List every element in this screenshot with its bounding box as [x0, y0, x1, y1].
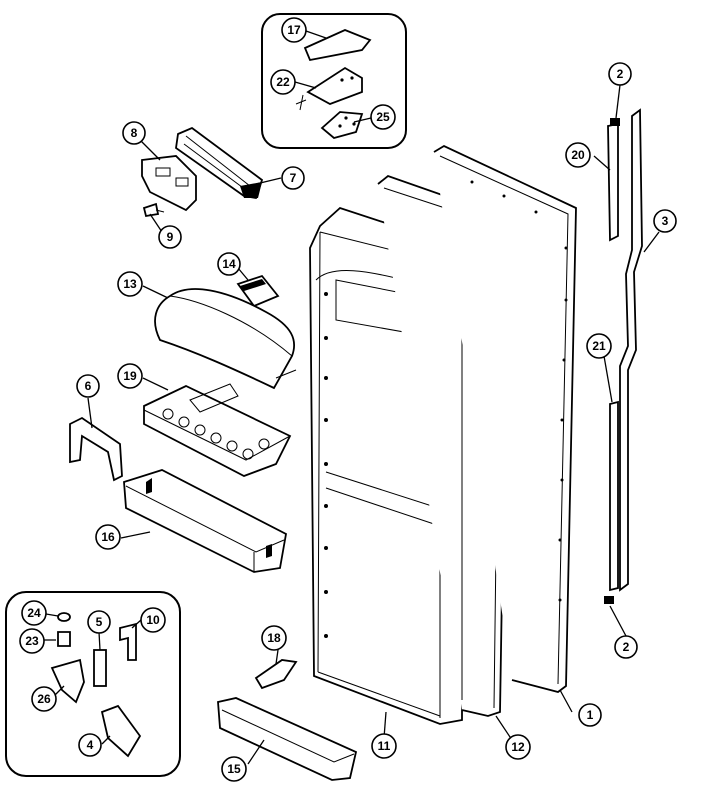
callout-5: 5: [87, 610, 111, 634]
part-13-dairy-cover: [154, 288, 297, 390]
callout-19: 19: [117, 363, 143, 389]
part-9-screw: [142, 202, 165, 218]
callout-10: 10: [140, 607, 166, 633]
callout-7: 7: [281, 166, 305, 190]
svg-text:2: 2: [617, 67, 624, 81]
part-26-hinge-pin: [50, 658, 85, 704]
callout-1: 1: [578, 703, 602, 727]
part-25-plate: [320, 111, 364, 139]
part-23-bushing: [57, 631, 71, 647]
svg-text:3: 3: [662, 214, 669, 228]
callout-21: 21: [586, 333, 612, 359]
part-18-clip: [254, 659, 298, 690]
callout-22: 22: [270, 69, 296, 95]
part-2-bottom-cap: [604, 596, 614, 604]
part-2-top-cap: [610, 118, 620, 126]
part-17-cover: [303, 29, 372, 62]
svg-text:8: 8: [131, 126, 138, 140]
callout-14: 14: [217, 252, 241, 276]
part-24-washer: [57, 612, 71, 622]
svg-text:17: 17: [287, 23, 301, 37]
part-15-bottom-rail: [217, 697, 358, 781]
part-19-egg-tray: [143, 383, 292, 477]
svg-text:4: 4: [87, 738, 94, 752]
svg-text:19: 19: [123, 369, 137, 383]
callout-2-bottom: 2: [614, 635, 638, 659]
svg-text:12: 12: [511, 740, 525, 754]
svg-text:11: 11: [378, 739, 391, 753]
svg-text:26: 26: [37, 692, 51, 706]
callout-9: 9: [158, 225, 182, 249]
svg-text:25: 25: [376, 110, 390, 124]
callout-13: 13: [117, 271, 143, 297]
part-10-bracket: [119, 622, 137, 661]
part-21-trim-strip: [609, 400, 619, 592]
svg-text:5: 5: [96, 615, 103, 629]
callout-12: 12: [505, 734, 531, 760]
part-4-bracket: [100, 704, 142, 758]
svg-text:14: 14: [222, 257, 236, 271]
callout-26: 26: [31, 686, 57, 712]
svg-text:23: 23: [25, 634, 39, 648]
svg-text:22: 22: [276, 75, 290, 89]
part-8-hinge-block: [141, 155, 197, 212]
part-3-door-handle: [619, 108, 643, 592]
inset-box-bottom: [5, 591, 181, 777]
callout-23: 23: [19, 628, 45, 654]
svg-text:18: 18: [267, 631, 281, 645]
svg-text:20: 20: [571, 148, 585, 162]
part-7-hinge-arm: [175, 126, 264, 200]
svg-text:7: 7: [290, 171, 297, 185]
callout-25: 25: [370, 104, 396, 130]
svg-text:21: 21: [592, 339, 606, 353]
callout-20: 20: [565, 142, 591, 168]
callout-11: 11: [371, 733, 397, 759]
callout-3: 3: [653, 209, 677, 233]
part-22-bracket: [306, 66, 363, 105]
part-16-door-bin: [123, 469, 288, 573]
part-1-outer-door-panel: [433, 144, 577, 693]
callout-18: 18: [261, 625, 287, 651]
part-5-plate: [93, 649, 107, 687]
callout-17: 17: [281, 17, 307, 43]
inset-box-top: [261, 13, 407, 149]
svg-text:9: 9: [167, 230, 174, 244]
leader-lines: [44, 30, 660, 765]
callout-24: 24: [21, 600, 47, 626]
svg-text:13: 13: [123, 277, 137, 291]
callout-15: 15: [221, 756, 247, 782]
callout-6: 6: [76, 374, 100, 398]
svg-text:6: 6: [85, 379, 92, 393]
callout-8: 8: [122, 121, 146, 145]
callout-2-top: 2: [608, 62, 632, 86]
svg-text:2: 2: [623, 640, 630, 654]
part-6-shelf-bracket: [69, 416, 123, 482]
svg-text:10: 10: [146, 613, 160, 627]
part-20-trim-strip: [607, 122, 619, 242]
svg-text:24: 24: [27, 606, 41, 620]
svg-text:1: 1: [587, 708, 594, 722]
callout-16: 16: [95, 524, 121, 550]
svg-text:16: 16: [101, 530, 115, 544]
callout-4: 4: [78, 733, 102, 757]
svg-text:15: 15: [227, 762, 241, 776]
